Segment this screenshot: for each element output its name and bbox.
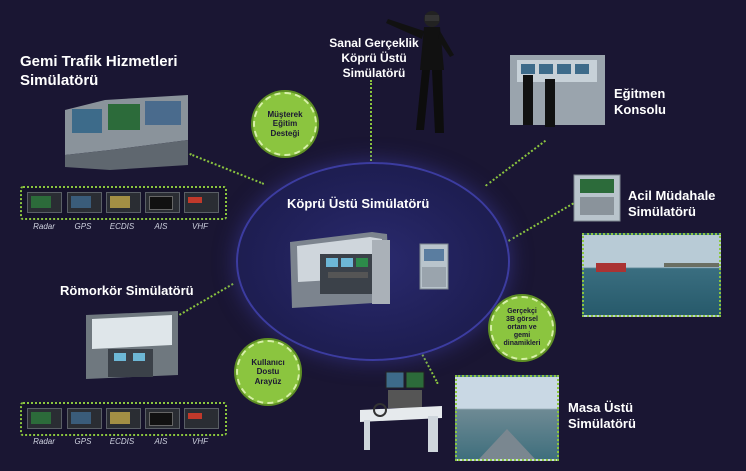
gercekci-line2: 3B görsel <box>506 315 538 323</box>
label-romorkor: Römorkör Simülatörü <box>60 283 194 298</box>
ecdis-device-icon-bottom <box>106 408 141 429</box>
connector-gemi-trafik <box>189 153 265 185</box>
label-gemi-trafik: Gemi Trafik Hizmetleri Simülatörü <box>20 53 178 91</box>
desktop-simulator-illustration <box>360 371 442 452</box>
connector-acil <box>508 202 574 242</box>
sanal-line1: Sanal Gerçeklik <box>329 36 419 50</box>
device-top-label-1: GPS <box>74 222 92 231</box>
vts-console-illustration <box>65 95 188 170</box>
kullanici-line3: Arayüz <box>254 376 282 386</box>
ecdis-device-icon <box>106 192 141 213</box>
gercekci-line3: ortam ve <box>507 323 537 331</box>
coast-shape <box>664 263 719 267</box>
musterek-line3: Desteği <box>270 128 300 138</box>
egitmen-line1: Eğitmen <box>614 86 666 101</box>
gercekci-line5: dinamikleri <box>503 340 541 348</box>
musterek-line2: Eğitim <box>272 119 298 129</box>
gercekci-line4: gemi <box>513 332 531 340</box>
bridge-simulator-illustration <box>290 232 449 308</box>
center-title: Köprü Üstü Simülatörü <box>287 196 430 211</box>
gemi-trafik-line1: Gemi Trafik Hizmetleri <box>20 53 178 70</box>
device-bottom-label-3: AIS <box>154 437 168 446</box>
label-masa-ustu: Masa Üstü Simülatörü <box>568 400 636 433</box>
kullanici-line2: Dostu <box>256 367 280 377</box>
device-bottom-label-2: ECDIS <box>109 437 135 446</box>
instructor-console-illustration <box>510 55 605 127</box>
badge-kullanici: Kullanıcı Dostu Arayüz <box>236 340 300 404</box>
badge-gercekci: Gerçekçi 3B görsel ortam ve gemi dinamik… <box>490 296 554 360</box>
radar-device-icon-bottom <box>27 408 62 429</box>
gps-device-icon <box>67 192 102 213</box>
masa-line2: Simülatörü <box>568 416 636 432</box>
device-top-label-2: ECDIS <box>109 222 135 231</box>
label-acil-mudahale: Acil Müdahale Simülatörü <box>628 188 715 221</box>
desktop-sea-scene <box>455 375 559 461</box>
kullanici-line1: Kullanıcı <box>251 358 285 368</box>
vr-person-illustration <box>386 11 454 133</box>
masa-line1: Masa Üstü <box>568 400 634 415</box>
device-top-label-0: Radar <box>33 222 55 231</box>
ais-device-icon <box>145 192 180 213</box>
radar-device-icon <box>27 192 62 213</box>
device-bottom-label-4: VHF <box>192 437 208 446</box>
vhf-device-icon <box>184 192 219 213</box>
acil-line2: Simülatörü <box>628 204 696 220</box>
connector-sanal <box>370 80 372 165</box>
emergency-sea-scene <box>582 233 721 317</box>
sanal-line2: Köprü Üstü <box>341 51 407 65</box>
badge-musterek: Müşterek Eğitim Desteği <box>253 92 317 156</box>
acil-line1: Acil Müdahale <box>628 188 716 203</box>
bow-shape <box>479 429 535 459</box>
label-egitmen: Eğitmen Konsolu <box>614 86 666 119</box>
device-bottom-label-1: GPS <box>74 437 92 446</box>
gercekci-line1: Gerçekçi <box>507 307 537 315</box>
gemi-trafik-line2: Simülatörü <box>20 71 99 89</box>
sanal-line3: Simülatörü <box>342 66 406 80</box>
label-sanal-gerceklik: Sanal Gerçeklik Köprü Üstü Simülatörü <box>304 36 444 81</box>
connector-egitmen <box>485 139 547 187</box>
vhf-device-icon-bottom <box>184 408 219 429</box>
ais-device-icon-bottom <box>145 408 180 429</box>
device-bottom-label-0: Radar <box>33 437 55 446</box>
tug-simulator-illustration <box>86 311 178 379</box>
musterek-line1: Müşterek <box>267 110 303 120</box>
egitmen-line2: Konsolu <box>614 102 666 118</box>
device-top-label-3: AIS <box>154 222 168 231</box>
emergency-console-illustration <box>573 174 621 222</box>
gps-device-icon-bottom <box>67 408 102 429</box>
device-top-label-4: VHF <box>192 222 208 231</box>
ship-shape <box>596 263 626 272</box>
